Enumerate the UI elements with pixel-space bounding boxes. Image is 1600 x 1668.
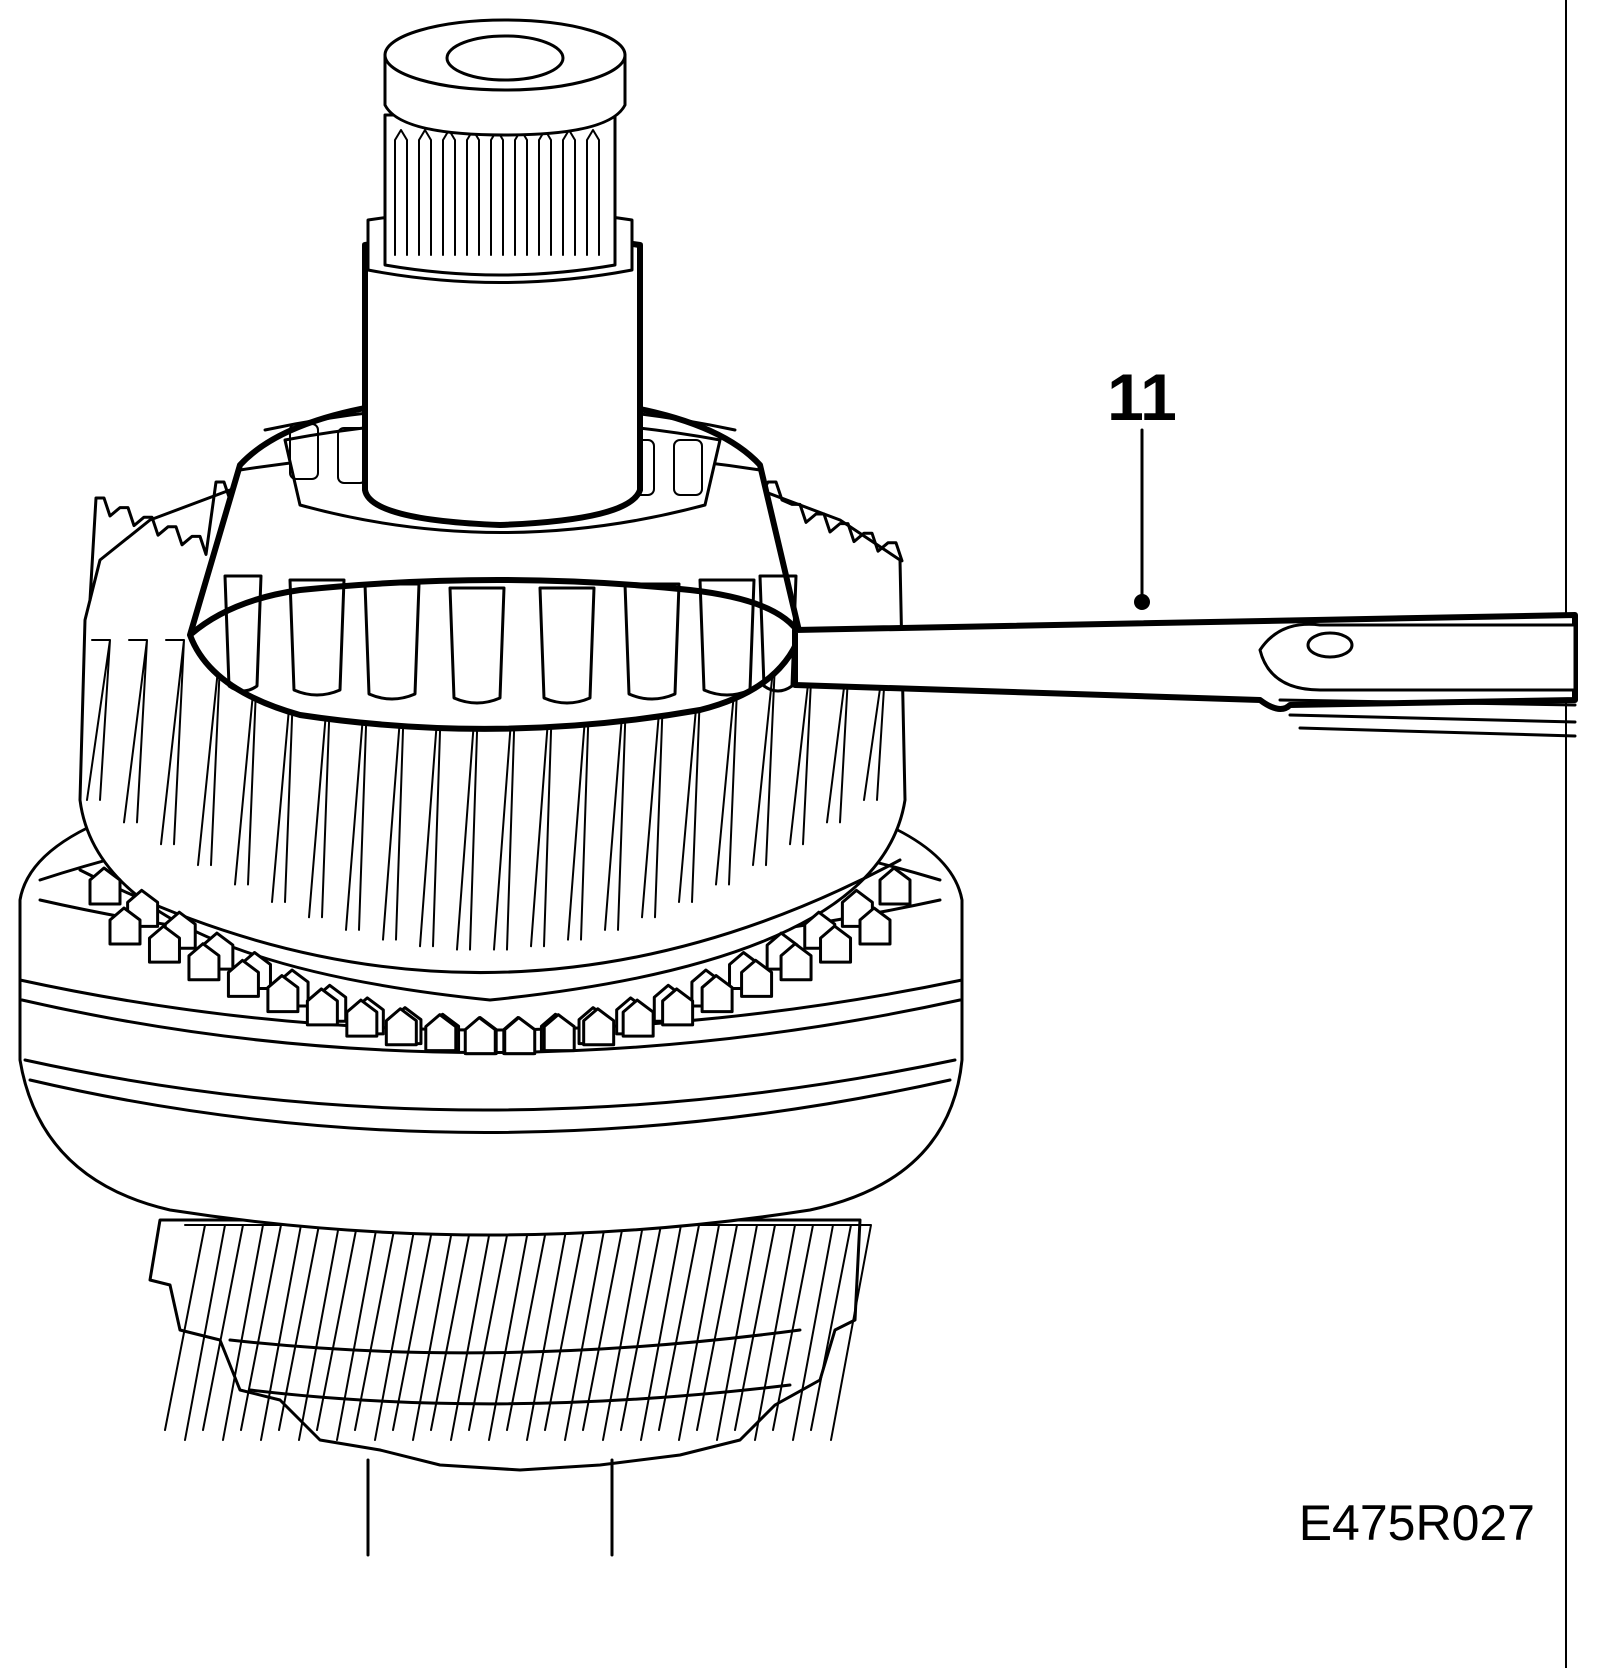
dog-teeth-ring — [78, 858, 912, 1056]
bearing-rollers — [223, 574, 798, 705]
main-shaft — [362, 18, 643, 528]
dog-teeth — [88, 866, 912, 1056]
lower-helical-gear — [148, 1218, 872, 1472]
callout-11: 11 — [1107, 360, 1177, 610]
output-shaft-stub — [366, 1458, 614, 1557]
callout-label: 11 — [1107, 360, 1177, 434]
callout-leader-dot — [1134, 594, 1150, 610]
figure-code: E475R027 — [1299, 1495, 1535, 1551]
puller-tool-arm — [792, 612, 1578, 738]
